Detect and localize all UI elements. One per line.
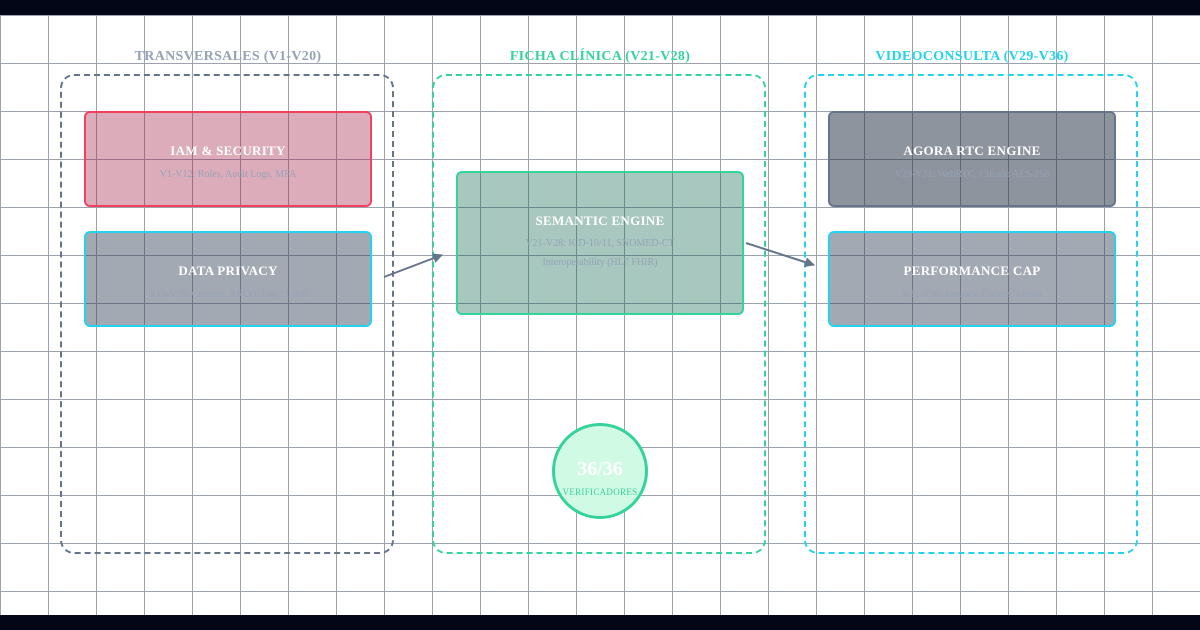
card-data-privacy[interactable]: DATA PRIVACY V13-V20: Consent, ARCO, Ley…: [84, 231, 372, 327]
card-performance-cap-title: PERFORMANCE CAP: [903, 263, 1041, 278]
card-agora-rtc-engine[interactable]: AGORA RTC ENGINE V29-V31: WebRTC, Cifrad…: [828, 111, 1116, 207]
group-title-videoconsulta: VIDEOCONSULTA (V29-V36): [875, 49, 1069, 64]
card-iam-security-title: IAM & SECURITY: [170, 143, 286, 158]
card-iam-security[interactable]: IAM & SECURITY V1-V12: Roles, Audit Logs…: [84, 111, 372, 207]
card-data-privacy-subtitle: V13-V20: Consent, ARCO, Ley 21.668: [148, 289, 308, 300]
badge-label: VERIFICADORES: [562, 487, 638, 497]
card-performance-cap-subtitle: V32-V36: Latency, Codecs, Limits: [901, 289, 1043, 300]
card-iam-security-subtitle: V1-V12: Roles, Audit Logs, MFA: [159, 169, 297, 180]
card-semantic-engine-subtitle-2: Interoperability (HL7 FHIR): [542, 257, 658, 268]
card-agora-rtc-engine-title: AGORA RTC ENGINE: [903, 143, 1041, 158]
group-videoconsulta: [804, 74, 1138, 554]
diagram-canvas: TRANSVERSALES (V1-V20) FICHA CLÍNICA (V2…: [0, 15, 1200, 615]
card-semantic-engine[interactable]: SEMANTIC ENGINE V21-V28: ICD-10/11, SNOM…: [456, 171, 744, 315]
card-semantic-engine-subtitle-1: V21-V28: ICD-10/11, SNOMED-CT: [525, 238, 675, 249]
card-agora-rtc-engine-subtitle: V29-V31: WebRTC, Cifrado AES-256: [894, 169, 1050, 180]
group-title-transversales: TRANSVERSALES (V1-V20): [134, 49, 322, 64]
group-ficha-clinica: [432, 74, 766, 554]
group-title-ficha-clinica: FICHA CLÍNICA (V21-V28): [509, 49, 691, 64]
card-data-privacy-title: DATA PRIVACY: [178, 263, 278, 278]
card-performance-cap[interactable]: PERFORMANCE CAP V32-V36: Latency, Codecs…: [828, 231, 1116, 327]
group-transversales: [60, 74, 394, 554]
badge-value: 36/36: [577, 458, 623, 480]
verification-badge: 36/36 VERIFICADORES: [552, 423, 648, 519]
card-semantic-engine-title: SEMANTIC ENGINE: [535, 213, 665, 228]
